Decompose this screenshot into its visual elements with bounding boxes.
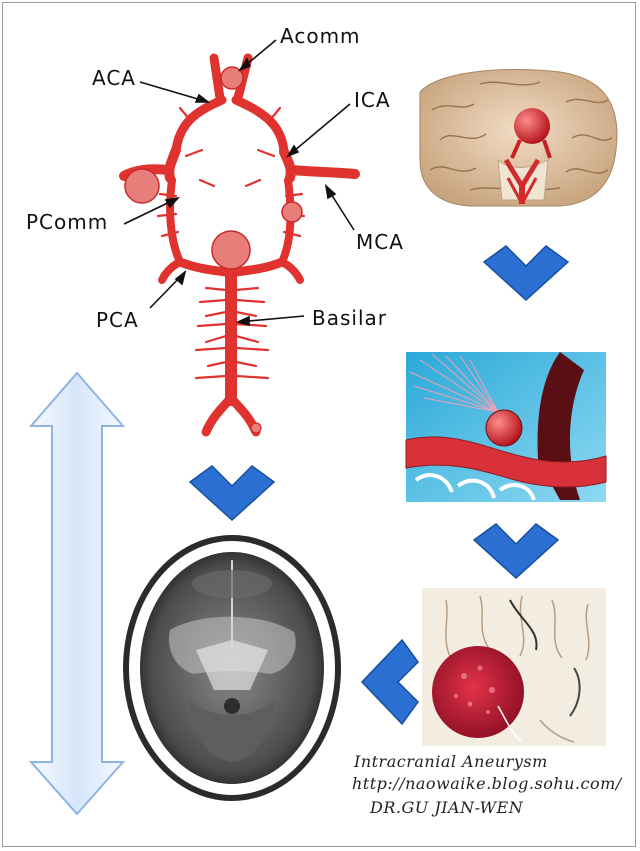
circle-of-willis-illustration xyxy=(119,53,360,437)
brain-aneurysm-illustration xyxy=(419,69,618,207)
label-ica: ICA xyxy=(354,88,391,112)
label-mca: MCA xyxy=(356,230,404,254)
credit-title: Intracranial Aneurysm xyxy=(354,752,548,771)
label-leader-lines xyxy=(123,39,355,327)
chevron-down-icon xyxy=(472,523,560,580)
ct-scan-image xyxy=(123,535,341,801)
label-pcomm: PComm xyxy=(26,210,109,234)
label-pca: PCA xyxy=(96,308,139,332)
chevron-left-icon xyxy=(360,638,419,726)
chevron-down-icon xyxy=(188,465,276,522)
chevron-down-icon xyxy=(482,245,570,302)
credit-url: http://naowaike.blog.sohu.com/ xyxy=(352,774,622,793)
label-acomm: Acomm xyxy=(280,24,361,48)
hemorrhage-cross-section xyxy=(422,588,606,746)
label-basilar: Basilar xyxy=(312,306,387,330)
credit-author: DR.GU JIAN-WEN xyxy=(370,798,524,817)
aneurysm-flow-illustration xyxy=(405,352,607,502)
label-aca: ACA xyxy=(92,66,136,90)
timeline-double-arrow xyxy=(28,371,126,816)
